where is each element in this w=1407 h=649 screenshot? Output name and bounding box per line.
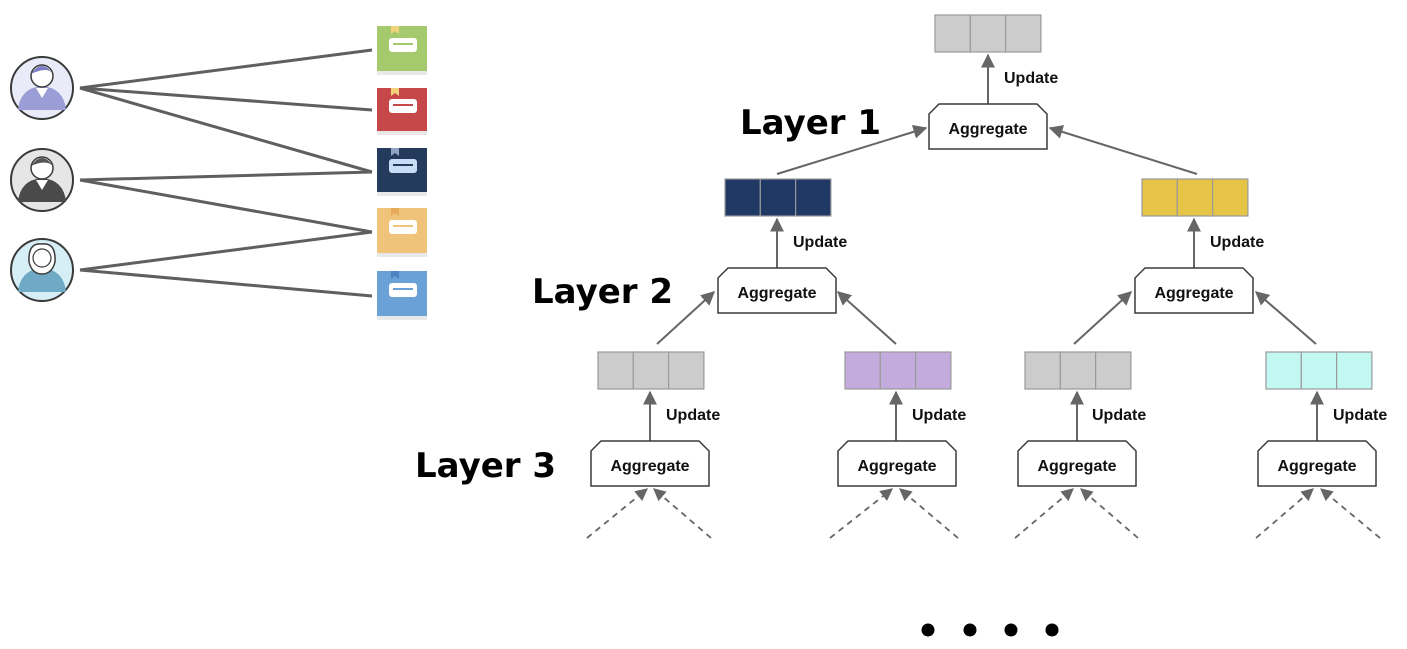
update-label: Update (666, 407, 720, 424)
update-label: Update (793, 234, 847, 251)
ellipsis-dots (921, 623, 1059, 637)
aggregate-label: Aggregate (1154, 285, 1233, 302)
arrow-l3-3-to-l2right (1073, 291, 1133, 345)
ellipsis-dot (1045, 623, 1059, 637)
update-label: Update (1004, 70, 1058, 87)
user-avatar-1 (10, 56, 74, 120)
aggregate-node-l3-1: Aggregate (590, 440, 710, 487)
arrow-l3-2-to-l2left (836, 291, 897, 345)
interaction-edges (79, 48, 373, 298)
vector-cell (1004, 14, 1042, 53)
vector-cell (934, 14, 971, 53)
aggregate-node-l2-left: Aggregate (717, 267, 837, 314)
tree-arrows (643, 53, 1324, 441)
interaction-edge (79, 268, 373, 298)
arrow-l3-4-to-l2right (1254, 291, 1317, 345)
vector-cell (667, 351, 705, 390)
dashed-incoming-arrows (586, 488, 1381, 539)
dashed-arrow (586, 488, 648, 539)
vector-cell (632, 351, 670, 390)
user-avatar-2 (10, 148, 74, 212)
vector-cell (879, 351, 917, 390)
aggregate-label: Aggregate (737, 285, 816, 302)
vector-cell (1059, 351, 1097, 390)
aggregate-node-root: Aggregate (928, 103, 1048, 150)
aggregate-label: Aggregate (610, 458, 689, 475)
vector-cell (1141, 178, 1178, 217)
vector-cell (1094, 351, 1132, 390)
vector-cell (1300, 351, 1338, 390)
aggregate-node-l3-4: Aggregate (1257, 440, 1377, 487)
book-3 (377, 148, 427, 196)
user-avatar-3 (10, 238, 74, 302)
vector-root (934, 14, 1042, 53)
vector-cell (914, 351, 952, 390)
user-book-graph (10, 26, 427, 320)
vector-l3-4 (1265, 351, 1373, 390)
vector-cell (794, 178, 832, 217)
vector-l3-1 (597, 351, 705, 390)
aggregate-node-l3-2: Aggregate (837, 440, 957, 487)
dashed-arrow (1080, 488, 1139, 539)
book-4 (377, 208, 427, 257)
vector-l3-2 (844, 351, 952, 390)
update-label: Update (1210, 234, 1264, 251)
vector-cell (1265, 351, 1302, 390)
arrow-l2right-to-root (1048, 125, 1198, 175)
interaction-edge (79, 170, 373, 182)
interaction-edge (79, 86, 373, 174)
interaction-edge (79, 48, 373, 90)
vector-l2-left (724, 178, 832, 217)
vector-cell (1176, 178, 1214, 217)
dashed-arrow (1014, 488, 1074, 539)
arrow-l3-1-to-l2left (656, 291, 716, 345)
aggregate-label: Aggregate (1037, 458, 1116, 475)
book-2 (377, 88, 427, 135)
vector-cell (1335, 351, 1373, 390)
ellipsis-dot (963, 623, 977, 637)
vector-cell (1211, 178, 1249, 217)
dashed-arrow (653, 488, 712, 539)
arrow-l2left-to-root (776, 125, 928, 175)
ellipsis-dot (1004, 623, 1018, 637)
aggregate-label: Aggregate (948, 121, 1027, 138)
vector-l2-right (1141, 178, 1249, 217)
book-5 (377, 271, 427, 320)
vector-cell (724, 178, 761, 217)
vector-cell (844, 351, 881, 390)
book-1 (377, 26, 427, 75)
layer-1-label: Layer 1 (740, 103, 881, 143)
interaction-edge (79, 178, 373, 234)
vector-cell (597, 351, 634, 390)
interaction-edge (79, 230, 373, 272)
aggregate-label: Aggregate (1277, 458, 1356, 475)
layer-3-label: Layer 3 (415, 446, 556, 486)
update-label: Update (1333, 407, 1387, 424)
vector-cell (969, 14, 1007, 53)
update-label: Update (1092, 407, 1146, 424)
aggregate-node-l3-3: Aggregate (1017, 440, 1137, 487)
dashed-arrow (1255, 488, 1314, 539)
vector-l3-3 (1024, 351, 1132, 390)
vector-cell (759, 178, 797, 217)
dashed-arrow (899, 488, 959, 539)
aggregate-node-l2-right: Aggregate (1134, 267, 1254, 314)
vector-cell (1024, 351, 1061, 390)
interaction-edge (79, 86, 373, 112)
ellipsis-dot (921, 623, 935, 637)
aggregate-label: Aggregate (857, 458, 936, 475)
dashed-arrow (1320, 488, 1381, 539)
update-label: Update (912, 407, 966, 424)
layer-2-label: Layer 2 (532, 272, 673, 312)
dashed-arrow (829, 488, 893, 539)
